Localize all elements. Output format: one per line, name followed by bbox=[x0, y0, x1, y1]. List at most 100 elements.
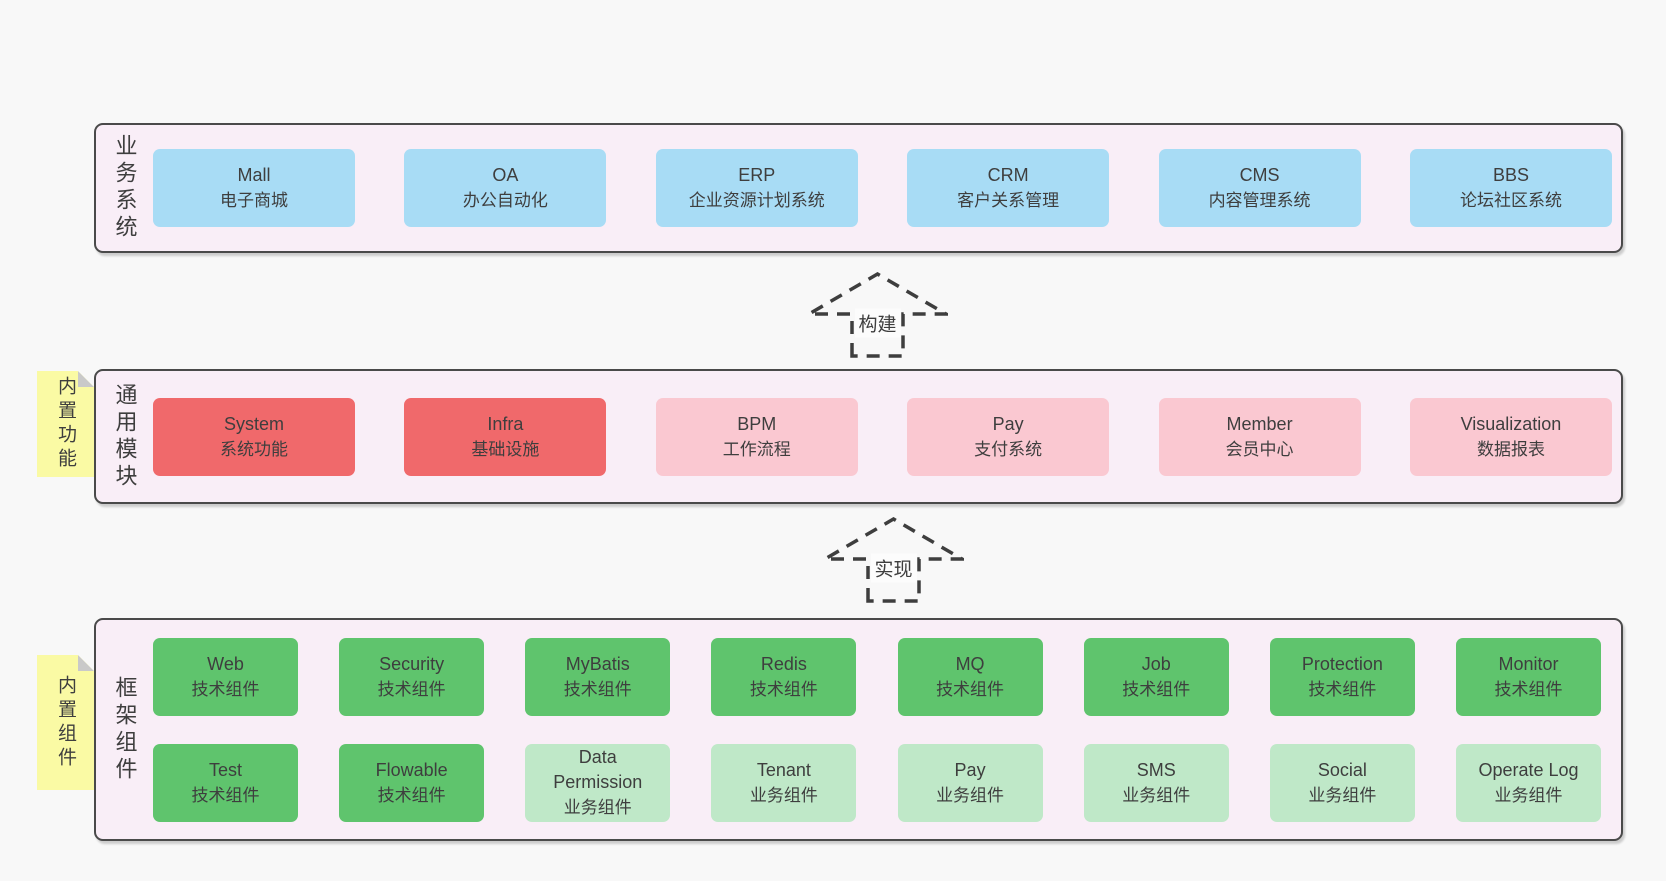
box-subtitle: 技术组件 bbox=[191, 785, 260, 805]
box-row: System 系统功能 Infra 基础设施 BPM 工作流程 Pay 支付系统 Member 会… bbox=[153, 397, 1612, 476]
box-subtitle: 业务组件 bbox=[1494, 785, 1563, 805]
arrow-label: 实现 bbox=[870, 553, 917, 583]
box-title: BBS bbox=[1492, 165, 1529, 185]
box-subtitle: 技术组件 bbox=[936, 679, 1005, 699]
box-subtitle: 系统功能 bbox=[220, 439, 288, 459]
box-subtitle: 支付系统 bbox=[974, 439, 1043, 459]
box-mq: MQ 技术组件 bbox=[897, 637, 1043, 716]
box-title: Pay bbox=[954, 759, 986, 780]
box-title: Operate Log bbox=[1478, 759, 1579, 780]
box-pay: Pay 支付系统 bbox=[907, 397, 1110, 476]
box-title: Monitor bbox=[1498, 653, 1559, 674]
box-sms: SMS 业务组件 bbox=[1083, 743, 1229, 822]
box-subtitle: 电子商城 bbox=[220, 191, 288, 210]
box-crm: CRM 客户关系管理 bbox=[907, 149, 1110, 227]
box-visualization: Visualization 数据报表 bbox=[1409, 397, 1612, 476]
dashed-up-arrow-icon bbox=[823, 517, 964, 603]
box-bbs: BBS 论坛社区系统 bbox=[1409, 149, 1612, 227]
sticky-note-built-in-features: 内置功能 bbox=[37, 371, 94, 477]
box-title: ERP bbox=[738, 165, 776, 185]
panel-label-business-systems: 业务系统 bbox=[96, 125, 153, 251]
box-title: SMS bbox=[1136, 759, 1176, 780]
panel-common-modules: 通用模块 System 系统功能 Infra 基础设施 BPM 工作流程 Pay 支付系统 Me… bbox=[94, 369, 1623, 504]
box-subtitle: 数据报表 bbox=[1476, 439, 1545, 459]
box-security: Security 技术组件 bbox=[339, 637, 485, 716]
box-title: Redis bbox=[760, 653, 807, 674]
box-mybatis: MyBatis 技术组件 bbox=[525, 637, 671, 716]
box-bpm: BPM 工作流程 bbox=[655, 397, 858, 476]
sticky-fold-icon bbox=[78, 371, 94, 387]
box-pay: Pay 业务组件 bbox=[897, 743, 1043, 822]
box-subtitle: 技术组件 bbox=[377, 679, 446, 699]
box-subtitle: 论坛社区系统 bbox=[1459, 191, 1562, 210]
box-title: System bbox=[223, 413, 284, 434]
box-protection: Protection 技术组件 bbox=[1269, 637, 1415, 716]
box-subtitle: 技术组件 bbox=[1308, 679, 1377, 699]
arrow-build: 构建 bbox=[807, 272, 948, 358]
box-title: OA bbox=[492, 165, 519, 185]
box-subtitle: 业务组件 bbox=[936, 785, 1005, 805]
box-subtitle: 客户关系管理 bbox=[957, 191, 1060, 210]
box-subtitle: 基础设施 bbox=[471, 439, 540, 459]
panel-label-text: 业务系统 bbox=[112, 134, 138, 242]
sticky-note-label: 内置组件 bbox=[55, 674, 76, 771]
dashed-up-arrow-icon bbox=[807, 272, 948, 358]
box-tenant: Tenant 业务组件 bbox=[711, 743, 857, 822]
sticky-note-built-in-components: 内置组件 bbox=[37, 655, 94, 790]
box-title: Pay bbox=[992, 413, 1024, 434]
box-title: BPM bbox=[737, 413, 777, 434]
box-title: Social bbox=[1317, 759, 1367, 780]
box-title: MyBatis bbox=[565, 653, 630, 674]
panel-label-text: 框架组件 bbox=[112, 675, 138, 784]
box-title: MQ bbox=[955, 653, 985, 674]
box-member: Member 会员中心 bbox=[1158, 397, 1361, 476]
box-title: Protection bbox=[1301, 653, 1383, 674]
box-subtitle: 技术组件 bbox=[563, 679, 632, 699]
box-operate-log: Operate Log 业务组件 bbox=[1455, 743, 1601, 822]
box-title: Member bbox=[1226, 413, 1293, 434]
box-title: Security bbox=[379, 653, 445, 674]
box-subtitle: 技术组件 bbox=[1494, 679, 1563, 699]
box-test: Test 技术组件 bbox=[153, 743, 298, 822]
box-monitor: Monitor 技术组件 bbox=[1455, 637, 1601, 716]
box-cms: CMS 内容管理系统 bbox=[1158, 149, 1361, 227]
box-title: Data Permission bbox=[553, 747, 643, 792]
box-subtitle: 业务组件 bbox=[1122, 785, 1191, 805]
box-title: Test bbox=[208, 759, 242, 780]
box-title: Tenant bbox=[756, 759, 811, 780]
arrow-implement: 实现 bbox=[823, 517, 964, 603]
box-subtitle: 技术组件 bbox=[191, 679, 260, 699]
box-title: Visualization bbox=[1460, 413, 1562, 434]
box-title: Job bbox=[1141, 653, 1171, 674]
panel-label-text: 通用模块 bbox=[112, 382, 138, 491]
box-erp: ERP 企业资源计划系统 bbox=[655, 149, 858, 227]
box-title: CRM bbox=[987, 165, 1029, 185]
box-subtitle: 企业资源计划系统 bbox=[688, 191, 825, 210]
sticky-note-label: 内置功能 bbox=[55, 376, 76, 472]
box-infra: Infra 基础设施 bbox=[404, 397, 607, 476]
box-subtitle: 业务组件 bbox=[749, 785, 818, 805]
box-title: Infra bbox=[487, 413, 524, 434]
box-subtitle: 工作流程 bbox=[722, 439, 791, 459]
arrow-label: 构建 bbox=[854, 308, 901, 338]
box-subtitle: 会员中心 bbox=[1225, 439, 1294, 459]
box-subtitle: 内容管理系统 bbox=[1208, 191, 1311, 210]
box-subtitle: 办公自动化 bbox=[462, 191, 548, 210]
box-title: CMS bbox=[1239, 165, 1280, 185]
box-subtitle: 技术组件 bbox=[1122, 679, 1191, 699]
panel-label-common-modules: 通用模块 bbox=[96, 371, 153, 502]
box-subtitle: 技术组件 bbox=[377, 785, 446, 805]
panel-label-framework-components: 框架组件 bbox=[96, 620, 153, 839]
sticky-fold-icon bbox=[78, 655, 94, 671]
